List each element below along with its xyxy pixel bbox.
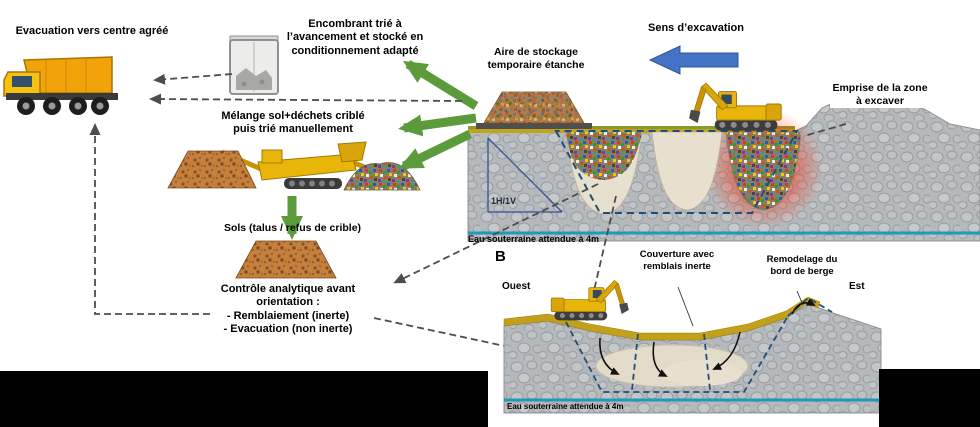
process-icons — [3, 35, 421, 279]
black-masks — [0, 369, 980, 427]
excavation-outline-a — [554, 130, 799, 214]
sorted-waste-pile — [343, 162, 421, 191]
excavation-direction-label: Sens d’excavation — [648, 22, 744, 34]
section-b-cross-section — [503, 279, 882, 414]
analytical-control-title: Contrôle analytique avant orientation : — [220, 283, 356, 309]
evacuation-label: Evacuation vers centre agréé — [15, 25, 169, 37]
section-a-cross-section — [467, 82, 980, 242]
inert-cover-layer — [503, 296, 821, 341]
section-b-letter: B — [495, 248, 506, 265]
groundwater-label-b: Eau souterraine attendue à 4m — [507, 402, 624, 411]
waste-pocket-2 — [651, 131, 723, 211]
compaction-arrows — [599, 298, 816, 377]
control-item-backfill: - Remblaiement (inerte) — [226, 309, 350, 322]
dashed-flow-arrows — [89, 73, 847, 352]
green-flow-arrows — [281, 60, 479, 240]
storage-pad — [476, 123, 592, 129]
excavator-icon-a — [688, 82, 782, 132]
topsoil-strip — [468, 126, 795, 129]
bank-remodel-label: Remodelage du bord de berge — [766, 254, 838, 277]
analytical-control-block: Contrôle analytique avant orientation : … — [198, 283, 378, 337]
east-label: Est — [849, 281, 865, 292]
excavator-icon-b — [550, 279, 630, 321]
sols-pile — [235, 240, 337, 279]
west-label: Ouest — [502, 281, 531, 292]
slope-annotation — [487, 137, 563, 213]
bulky-waste-container-icon — [229, 35, 279, 95]
waste-pocket-3 — [725, 131, 802, 211]
cover-layer-label: Couverture avec remblais inerte — [639, 249, 715, 272]
storage-area-label: Aire de stockage temporaire étanche — [487, 46, 585, 71]
bulky-waste-label: Encombrant trié à l’avancement et stocké… — [286, 18, 424, 57]
excavation-direction-arrow — [648, 45, 739, 75]
screened-soil-pile — [167, 150, 257, 189]
sols-label: Sols (talus / refus de crible) — [223, 222, 362, 234]
control-item-evacuation: - Evacuation (non inerte) — [223, 323, 353, 336]
slope-ratio-label: 1H/1V — [491, 196, 517, 206]
excavation-zone-label: Emprise de la zone à excaver — [830, 82, 930, 108]
label-pointer-lines — [677, 286, 804, 327]
excavation-outline-b — [565, 296, 833, 393]
screened-mix-label: Mélange sol+déchets criblé puis trié man… — [221, 110, 365, 136]
dump-truck-icon — [3, 56, 118, 115]
groundwater-label-a: Eau souterraine attendue à 4m — [468, 234, 600, 244]
